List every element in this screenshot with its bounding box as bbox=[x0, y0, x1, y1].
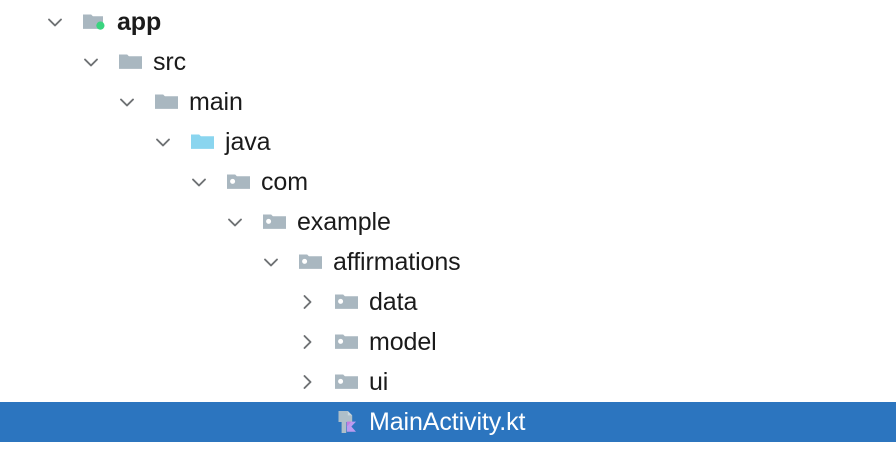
tree-row[interactable]: example bbox=[0, 202, 896, 242]
tree-node-label: MainActivity.kt bbox=[369, 408, 526, 436]
tree-row[interactable]: MainActivity.kt bbox=[0, 402, 896, 442]
kotlin-file-icon bbox=[334, 409, 360, 435]
tree-row[interactable]: data bbox=[0, 282, 896, 322]
tree-row[interactable]: java bbox=[0, 122, 896, 162]
tree-node-label: app bbox=[117, 8, 162, 36]
tree-row[interactable]: com bbox=[0, 162, 896, 202]
tree-row[interactable]: affirmations bbox=[0, 242, 896, 282]
chevron-down-icon[interactable] bbox=[116, 91, 138, 113]
chevron-right-icon[interactable] bbox=[296, 331, 318, 353]
chevron-down-icon[interactable] bbox=[188, 171, 210, 193]
tree-row[interactable]: model bbox=[0, 322, 896, 362]
chevron-right-icon[interactable] bbox=[296, 371, 318, 393]
package-folder-icon bbox=[334, 329, 360, 355]
tree-node-label: main bbox=[189, 88, 243, 116]
chevron-down-icon[interactable] bbox=[80, 51, 102, 73]
tree-node-label: ui bbox=[369, 368, 389, 396]
chevron-down-icon[interactable] bbox=[224, 211, 246, 233]
source-root-folder-icon bbox=[190, 129, 216, 155]
chevron-down-icon[interactable] bbox=[152, 131, 174, 153]
tree-row[interactable]: ui bbox=[0, 362, 896, 402]
package-folder-icon bbox=[226, 169, 252, 195]
folder-icon bbox=[154, 89, 180, 115]
package-folder-icon bbox=[298, 249, 324, 275]
module-folder-icon bbox=[82, 9, 108, 35]
tree-row[interactable]: main bbox=[0, 82, 896, 122]
chevron-right-icon[interactable] bbox=[296, 291, 318, 313]
tree-node-label: affirmations bbox=[333, 248, 461, 276]
tree-node-label: data bbox=[369, 288, 418, 316]
folder-icon bbox=[118, 49, 144, 75]
tree-row[interactable]: app bbox=[0, 2, 896, 42]
package-folder-icon bbox=[334, 289, 360, 315]
chevron-down-icon[interactable] bbox=[44, 11, 66, 33]
tree-node-label: model bbox=[369, 328, 437, 356]
twisty-placeholder bbox=[296, 411, 318, 433]
tree-node-label: com bbox=[261, 168, 308, 196]
package-folder-icon bbox=[262, 209, 288, 235]
chevron-down-icon[interactable] bbox=[260, 251, 282, 273]
tree-node-label: example bbox=[297, 208, 391, 236]
tree-node-label: src bbox=[153, 48, 187, 76]
package-folder-icon bbox=[334, 369, 360, 395]
tree-node-label: java bbox=[225, 128, 271, 156]
tree-row[interactable]: src bbox=[0, 42, 896, 82]
